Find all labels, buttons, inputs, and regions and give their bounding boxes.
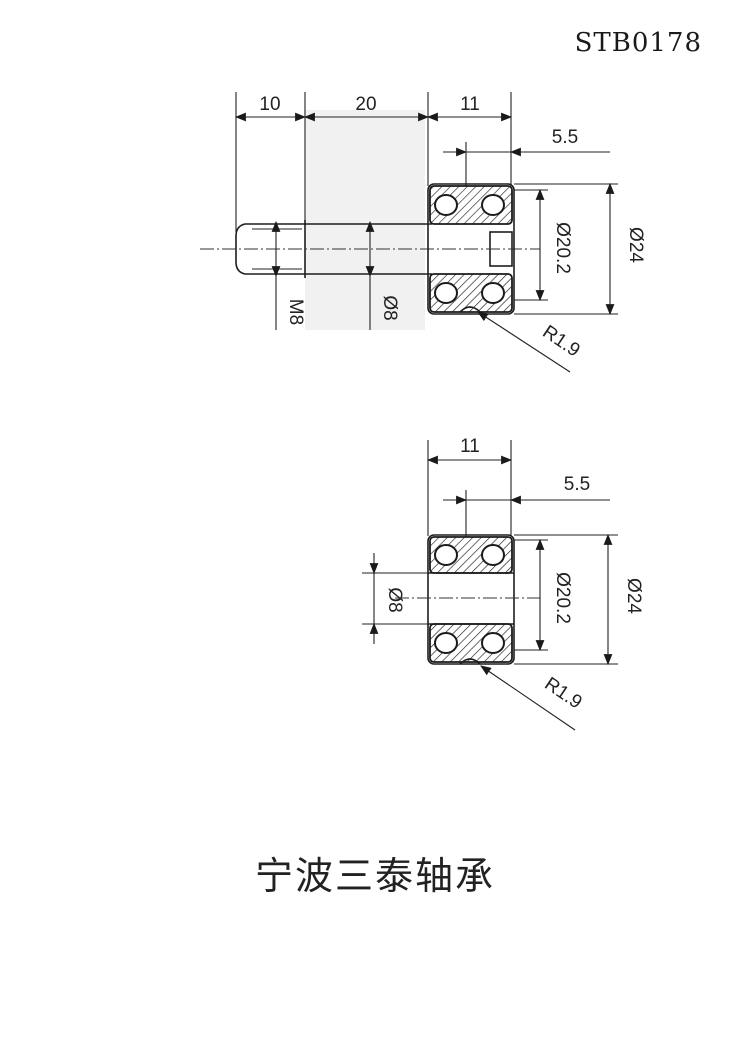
bearing-b-outline	[427, 534, 515, 665]
ball-b-upper-right	[481, 544, 505, 566]
groove-bottom-view	[459, 658, 481, 665]
dim-5-5: 5.5	[552, 127, 578, 148]
dim-11: 11	[460, 94, 480, 115]
top-view: 10 20 11 5.5	[200, 92, 646, 373]
dim-b-phi24: Ø24	[623, 578, 644, 614]
dim-20: 20	[355, 94, 376, 115]
dim-phi24: Ø24	[625, 227, 646, 263]
bottom-view: 11 5.5 Ø8	[362, 436, 644, 731]
dim-m8: M8	[285, 299, 306, 325]
dim-b-phi8: Ø8	[384, 587, 405, 612]
ball-lower-left	[434, 282, 458, 304]
dim-b-r1-9: R1.9	[541, 674, 586, 714]
ball-b-upper-left	[434, 544, 458, 566]
bearing-outline	[427, 183, 515, 315]
leader-b-r1-9	[480, 665, 576, 731]
ball-upper-left	[434, 194, 458, 216]
dim-phi20-2: Ø20.2	[552, 222, 573, 274]
company-name: 宁波三泰轴承	[254, 854, 495, 898]
scan-shading	[305, 110, 425, 330]
drawing-code: STB0178	[574, 28, 702, 58]
dim-phi8: Ø8	[379, 295, 400, 320]
ball-lower-right	[481, 282, 505, 304]
groove-top-view	[459, 306, 481, 313]
dim-b-phi20-2: Ø20.2	[552, 572, 573, 624]
dim-b-11: 11	[460, 436, 480, 457]
dim-10: 10	[259, 94, 280, 115]
leader-r1-9	[477, 311, 571, 373]
ball-upper-right	[481, 194, 505, 216]
ball-b-lower-right	[481, 632, 505, 654]
dim-b-5-5: 5.5	[564, 474, 590, 495]
ball-b-lower-left	[434, 632, 458, 654]
